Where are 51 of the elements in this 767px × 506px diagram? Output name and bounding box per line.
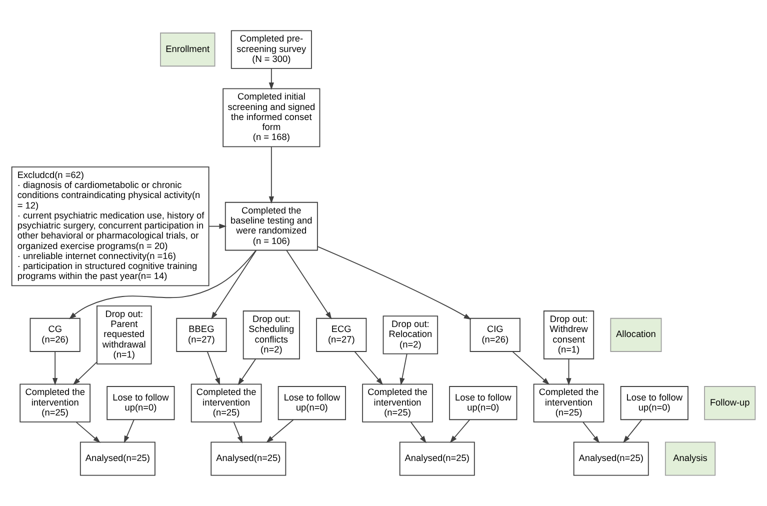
node-box: Excludcd(n =62) · diagnosis of cardiometabolic or chronic conditions contraindicating physical activity(n = 12) · current psychiatric medication use, history of psychiatric surgery, concurrent participation in other behavioral or pharmacological trials, or organized exercise programs(n = 20) · unreliable internet connectivity(n =16) · participation in structured cognitive training programs within the past year(n= 14) [11, 166, 210, 286]
node-box: Completed pre-screening survey (N = 300) [230, 30, 312, 69]
arrow [286, 250, 332, 320]
arrow [124, 419, 134, 444]
node-box: CIG (n=26) [470, 318, 520, 352]
arrow [76, 422, 100, 444]
node-box: Analysed(n=25) [573, 442, 649, 476]
node-box: BBEG (n=27) [176, 318, 227, 352]
node-box: CG (n=26) [30, 318, 80, 352]
node-box: Lose to follow up(n=0) [620, 386, 688, 420]
arrow [566, 358, 572, 386]
arrow [623, 419, 642, 443]
arrow [238, 358, 256, 386]
arrow [400, 354, 408, 386]
node-box: Lose to follow up(n=0) [449, 386, 518, 420]
node-box: ECG (n=27) [316, 318, 367, 352]
node-box: Follow-up [704, 386, 756, 420]
node-box: Allocation [610, 318, 662, 352]
node-box: Analysed(n=25) [80, 442, 156, 476]
arrow [450, 419, 470, 443]
arrow [233, 422, 242, 444]
arrow [206, 351, 220, 386]
node-box: Lose to follow up(n=0) [106, 386, 175, 420]
node-box: Drop out: Parent requested withdrawal (n=1) [96, 305, 152, 364]
arrow [268, 146, 274, 204]
arrow [582, 422, 600, 444]
node-box: Completed the intervention (n=25) [190, 384, 262, 422]
node-box: Completed the intervention (n=25) [20, 384, 91, 422]
node-box: Analysis [664, 442, 716, 476]
arrow [72, 362, 98, 386]
node-box: Drop out: Withdrew consent (n=1) [543, 310, 594, 360]
arrow [354, 351, 384, 386]
node-box: Drop out: Relocation (n=2) [382, 316, 438, 354]
arrow [211, 250, 257, 320]
node-box: Analysed(n=25) [399, 442, 475, 476]
node-box: Lose to follow up(n=0) [278, 386, 346, 420]
node-box: Drop out: Scheduling conflicts (n=2) [242, 310, 300, 360]
arrow [208, 224, 227, 229]
arrow [268, 68, 274, 90]
node-box: Completed initial screening and signed the informed conset form (n = 168) [222, 88, 320, 148]
node-box: Completed the baseline testing and were randomized (n = 106) [224, 202, 318, 251]
node-box: Enrollment [160, 32, 216, 67]
node-box: Completed the intervention (n=25) [533, 384, 604, 422]
arrow [512, 351, 550, 385]
node-box: Completed the intervention (n=25) [362, 384, 433, 422]
arrow [317, 246, 472, 320]
arrow [68, 250, 256, 320]
arrow [266, 419, 294, 443]
node-box: Analysed(n=25) [210, 442, 286, 476]
arrow [52, 351, 58, 386]
arrow [410, 422, 426, 444]
